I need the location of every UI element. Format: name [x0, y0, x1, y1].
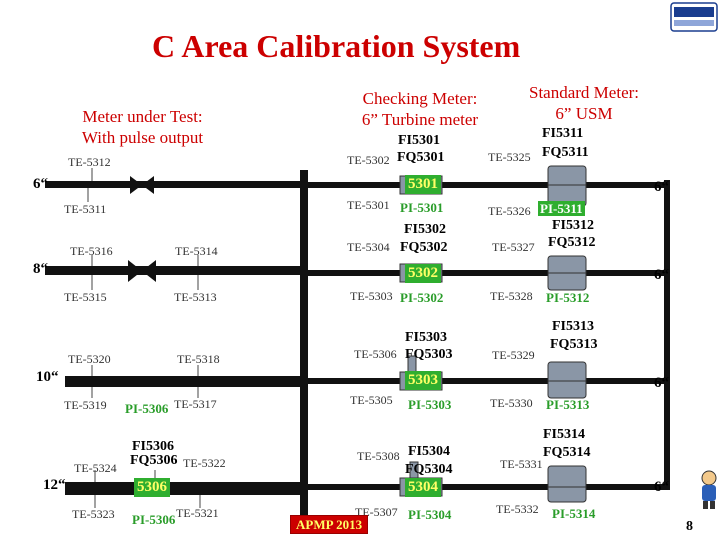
tag-fi-5302: FI5302	[404, 222, 446, 237]
mut-line-1: Meter under Test:	[82, 107, 203, 126]
usm-meters	[547, 165, 587, 503]
right-manifold	[664, 180, 670, 490]
check-line-1: Checking Meter:	[362, 89, 478, 108]
apmp-logo: APMP 2013	[290, 515, 369, 534]
tag-te-5316: TE-5316	[70, 244, 113, 258]
valves	[128, 176, 156, 282]
size-left-10: 10“	[36, 369, 59, 385]
tag-te-5322: TE-5322	[183, 456, 226, 470]
size-right-4: 6“	[654, 479, 669, 495]
tag-pi-5313: PI-5313	[546, 397, 590, 412]
meter-badge-5304: 5304	[405, 478, 441, 497]
tag-pi-5314: PI-5314	[552, 506, 596, 521]
meter-badge-5303: 5303	[405, 371, 441, 390]
tag-te-5328: TE-5328	[490, 289, 533, 303]
meter-badge-5302: 5302	[405, 264, 441, 283]
pipe-line-2	[305, 270, 670, 276]
size-left-12: 12“	[43, 477, 66, 493]
tag-te-5311: TE-5311	[64, 202, 107, 216]
tag-te-5330: TE-5330	[490, 396, 533, 410]
tag-te-5319: TE-5319	[64, 398, 107, 412]
pipe-8in	[45, 266, 305, 275]
check-line-2: 6” Turbine meter	[361, 110, 479, 129]
meter-badge-5301: 5301	[405, 175, 441, 194]
tag-te-5327: TE-5327	[492, 240, 535, 254]
tag-fi-5312: FI5312	[552, 218, 594, 233]
tag-te-5312: TE-5312	[68, 155, 111, 169]
tag-fq-5304: FQ5304	[405, 462, 453, 477]
tag-fi-5303: FI5303	[405, 330, 447, 345]
pipe-line-4	[305, 484, 670, 490]
tag-fq-5311: FQ5311	[542, 145, 589, 160]
size-right-3: 6“	[654, 375, 669, 391]
tag-te-5305: TE-5305	[350, 393, 393, 407]
meter-badge-5306: 5306	[134, 478, 170, 497]
tag-te-5332: TE-5332	[496, 502, 539, 516]
tag-te-5318: TE-5318	[177, 352, 220, 366]
brand-logo	[670, 2, 718, 32]
tag-te-5308: TE-5308	[357, 449, 400, 463]
tag-pi-5306-upper: PI-5306	[125, 401, 169, 416]
pipe-line-1	[305, 182, 670, 188]
tag-te-5326: TE-5326	[488, 204, 531, 218]
pipe-line-3	[305, 378, 670, 384]
standard-meter-heading: Standard Meter: 6” USM	[518, 84, 650, 122]
pipe-12in	[65, 482, 305, 495]
tag-pi-5301: PI-5301	[400, 200, 444, 215]
size-left-6: 6“	[33, 176, 48, 192]
tag-te-5317: TE-5317	[174, 397, 217, 411]
tag-fq-5313: FQ5313	[550, 337, 598, 352]
tag-fq-5314: FQ5314	[543, 445, 591, 460]
tag-te-5313: TE-5313	[174, 290, 217, 304]
tag-fq-5303: FQ5303	[405, 347, 453, 362]
page-number: 8	[686, 519, 693, 534]
tag-te-5315: TE-5315	[64, 290, 107, 304]
tag-te-5306: TE-5306	[354, 347, 397, 361]
tag-te-5314: TE-5314	[175, 244, 218, 258]
size-right-1: 6“	[654, 179, 669, 195]
mascot-figure	[701, 470, 717, 509]
tag-fi-5314: FI5314	[543, 427, 585, 442]
left-manifold	[300, 170, 308, 520]
meter-under-test-heading: Meter under Test: With pulse output	[75, 108, 210, 146]
tag-te-5321: TE-5321	[176, 506, 219, 520]
tag-te-5324: TE-5324	[74, 461, 117, 475]
tag-te-5303: TE-5303	[350, 289, 393, 303]
tag-te-5301: TE-5301	[347, 198, 390, 212]
tag-pi-5302: PI-5302	[400, 290, 444, 305]
std-line-2: 6” USM	[555, 104, 613, 123]
tag-fi-5313: FI5313	[552, 319, 594, 334]
tag-fi-5304: FI5304	[408, 444, 450, 459]
tag-te-5320: TE-5320	[68, 352, 111, 366]
tag-fi-5301: FI5301	[398, 133, 440, 148]
pipe-6in	[45, 181, 305, 188]
tag-pi-5306-lower: PI-5306	[132, 512, 176, 527]
tag-te-5304: TE-5304	[347, 240, 390, 254]
checking-meter-heading: Checking Meter: 6” Turbine meter	[350, 90, 490, 128]
tag-fq-5312: FQ5312	[548, 235, 596, 250]
page-title: C Area Calibration System	[152, 28, 521, 64]
size-right-2: 6“	[654, 267, 669, 283]
tag-te-5302: TE-5302	[347, 153, 390, 167]
pipe-10in	[65, 376, 305, 387]
tag-te-5323: TE-5323	[72, 507, 115, 521]
tag-fq-5301: FQ5301	[397, 150, 445, 165]
tag-pi-5303: PI-5303	[408, 397, 452, 412]
tag-pi-5312: PI-5312	[546, 290, 590, 305]
mut-line-2: With pulse output	[81, 128, 204, 147]
size-left-8: 8“	[33, 261, 48, 277]
tag-pi-5304: PI-5304	[408, 507, 452, 522]
tag-te-5331: TE-5331	[500, 457, 543, 471]
tag-te-5325: TE-5325	[488, 150, 531, 164]
std-line-1: Standard Meter:	[529, 83, 639, 102]
tag-fq-5302: FQ5302	[400, 240, 448, 255]
tag-fq-5306: FQ5306	[130, 453, 178, 468]
tag-te-5329: TE-5329	[492, 348, 535, 362]
tag-pi-5311: PI-5311	[538, 201, 585, 216]
tag-fi-5311: FI5311	[542, 126, 584, 141]
tag-fi-5306: FI5306	[132, 439, 174, 454]
